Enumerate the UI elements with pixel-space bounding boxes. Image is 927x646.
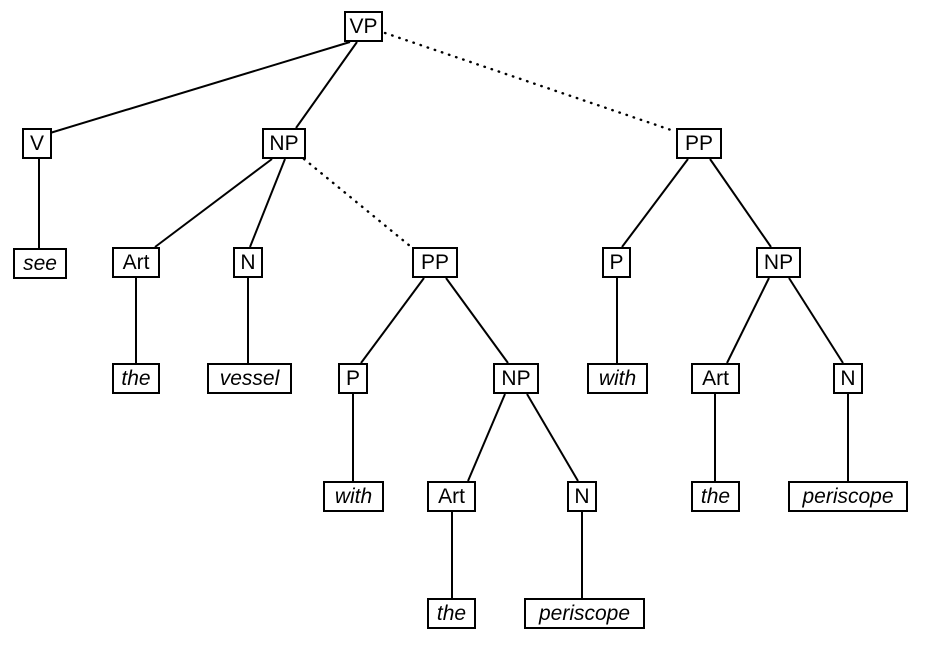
tree-edge-pp_right-to-p_right xyxy=(621,158,689,248)
tree-node-see: see xyxy=(13,248,67,279)
tree-edge-np_mid-to-art_m xyxy=(467,393,506,482)
tree-node-art1: Art xyxy=(112,247,160,278)
tree-node-vp: VP xyxy=(344,11,383,42)
tree-node-n1: N xyxy=(233,247,263,278)
tree-edge-vp-to-v xyxy=(49,41,351,134)
tree-edge-vp-to-pp_right xyxy=(383,31,676,133)
tree-node-with_m: with xyxy=(323,481,384,512)
tree-edge-np1-to-pp_mid xyxy=(302,157,412,248)
tree-node-the_m: the xyxy=(427,598,476,629)
tree-edge-pp_right-to-np_right xyxy=(709,158,772,248)
tree-edge-np1-to-n1 xyxy=(249,158,286,248)
tree-node-n_r: N xyxy=(833,363,863,394)
tree-node-np_right: NP xyxy=(756,247,801,278)
tree-node-p_right: P xyxy=(602,247,631,278)
tree-node-the_r: the xyxy=(691,481,740,512)
tree-node-with_r: with xyxy=(587,363,648,394)
tree-node-np1: NP xyxy=(262,128,306,159)
tree-node-n_m: N xyxy=(567,481,597,512)
tree-edge-pp_mid-to-np_mid xyxy=(445,277,509,364)
tree-node-pp_right: PP xyxy=(676,128,722,159)
tree-edge-np_right-to-n_r xyxy=(788,277,844,364)
tree-edge-np1-to-art1 xyxy=(154,158,273,248)
tree-node-art_m: Art xyxy=(427,481,476,512)
tree-node-v: V xyxy=(22,128,52,159)
tree-edge-pp_mid-to-p_mid xyxy=(360,277,425,364)
tree-node-p_mid: P xyxy=(338,363,368,394)
tree-node-art_r: Art xyxy=(691,363,740,394)
tree-node-pp_mid: PP xyxy=(412,247,458,278)
tree-edge-np_mid-to-n_m xyxy=(526,393,579,482)
tree-edge-np_right-to-art_r xyxy=(726,277,770,364)
tree-node-periscope_r: periscope xyxy=(788,481,908,512)
tree-node-vessel: vessel xyxy=(207,363,292,394)
tree-node-np_mid: NP xyxy=(493,363,539,394)
tree-node-periscope_m: periscope xyxy=(524,598,645,629)
tree-edge-vp-to-np1 xyxy=(295,41,358,129)
tree-node-the1: the xyxy=(112,363,160,394)
